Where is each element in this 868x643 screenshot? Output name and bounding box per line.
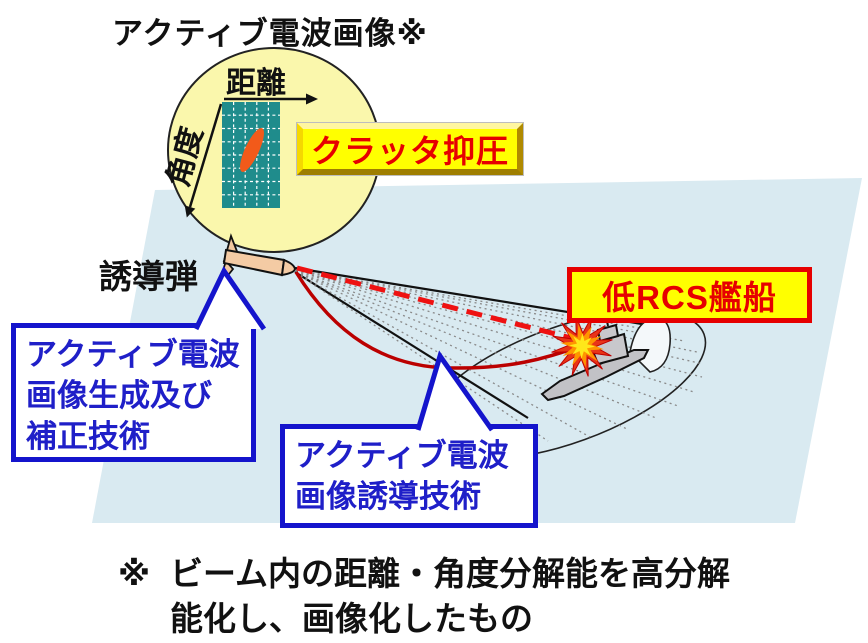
footnote-marker: ※ — [118, 555, 151, 592]
clutter-suppression-callout: クラッタ抑圧 — [296, 122, 524, 176]
page-title: アクティブ電波画像※ — [112, 16, 428, 51]
image-generation-bubble: アクティブ電波 画像生成及び 補正技術 — [11, 323, 256, 462]
bubble-line: アクティブ電波 — [295, 438, 509, 473]
range-axis-label: 距離 — [226, 67, 286, 100]
footnote-text: ビーム内の距離・角度分解能を高分解 能化し、画像化したもの — [170, 551, 730, 641]
missile-body — [222, 248, 286, 277]
missile-fin-upper — [222, 233, 242, 263]
ship-hull — [540, 349, 650, 402]
footnote: ※ ビーム内の距離・角度分解能を高分解 能化し、画像化したもの — [118, 551, 730, 641]
ship-deckhouse — [588, 332, 630, 366]
missile-trajectory-curve — [294, 271, 579, 370]
image-guidance-bubble: アクティブ電波 画像誘導技術 — [280, 424, 538, 528]
bubble-line: 補正技術 — [26, 419, 150, 454]
ship-stern-outline — [629, 317, 672, 373]
footnote-line: ビーム内の距離・角度分解能を高分解 — [170, 555, 731, 592]
footnote-line: 能化し、画像化したもの — [170, 600, 533, 637]
low-rcs-ship-callout: 低RCS艦船 — [567, 267, 812, 323]
angle-axis-label: 角度 — [161, 123, 210, 191]
missile-nose — [280, 258, 297, 277]
low-rcs-ship — [540, 315, 672, 402]
line-of-sight-dashed — [296, 265, 584, 344]
guided-missile — [216, 233, 297, 290]
range-angle-grid — [222, 102, 280, 208]
bubble-line: アクティブ電波 — [26, 337, 240, 372]
target-return-blob — [240, 128, 264, 172]
bubble-line: 画像誘導技術 — [295, 479, 481, 514]
missile-label: 誘導弾 — [99, 258, 198, 295]
explosion-icon — [551, 315, 613, 377]
missile-fin-lower — [216, 259, 235, 290]
ship-bridge — [596, 323, 620, 343]
generation-bubble-tail — [193, 266, 267, 331]
grid-lines — [222, 102, 280, 208]
guidance-bubble-tail — [415, 350, 495, 432]
bubble-line: 画像生成及び — [26, 378, 212, 413]
